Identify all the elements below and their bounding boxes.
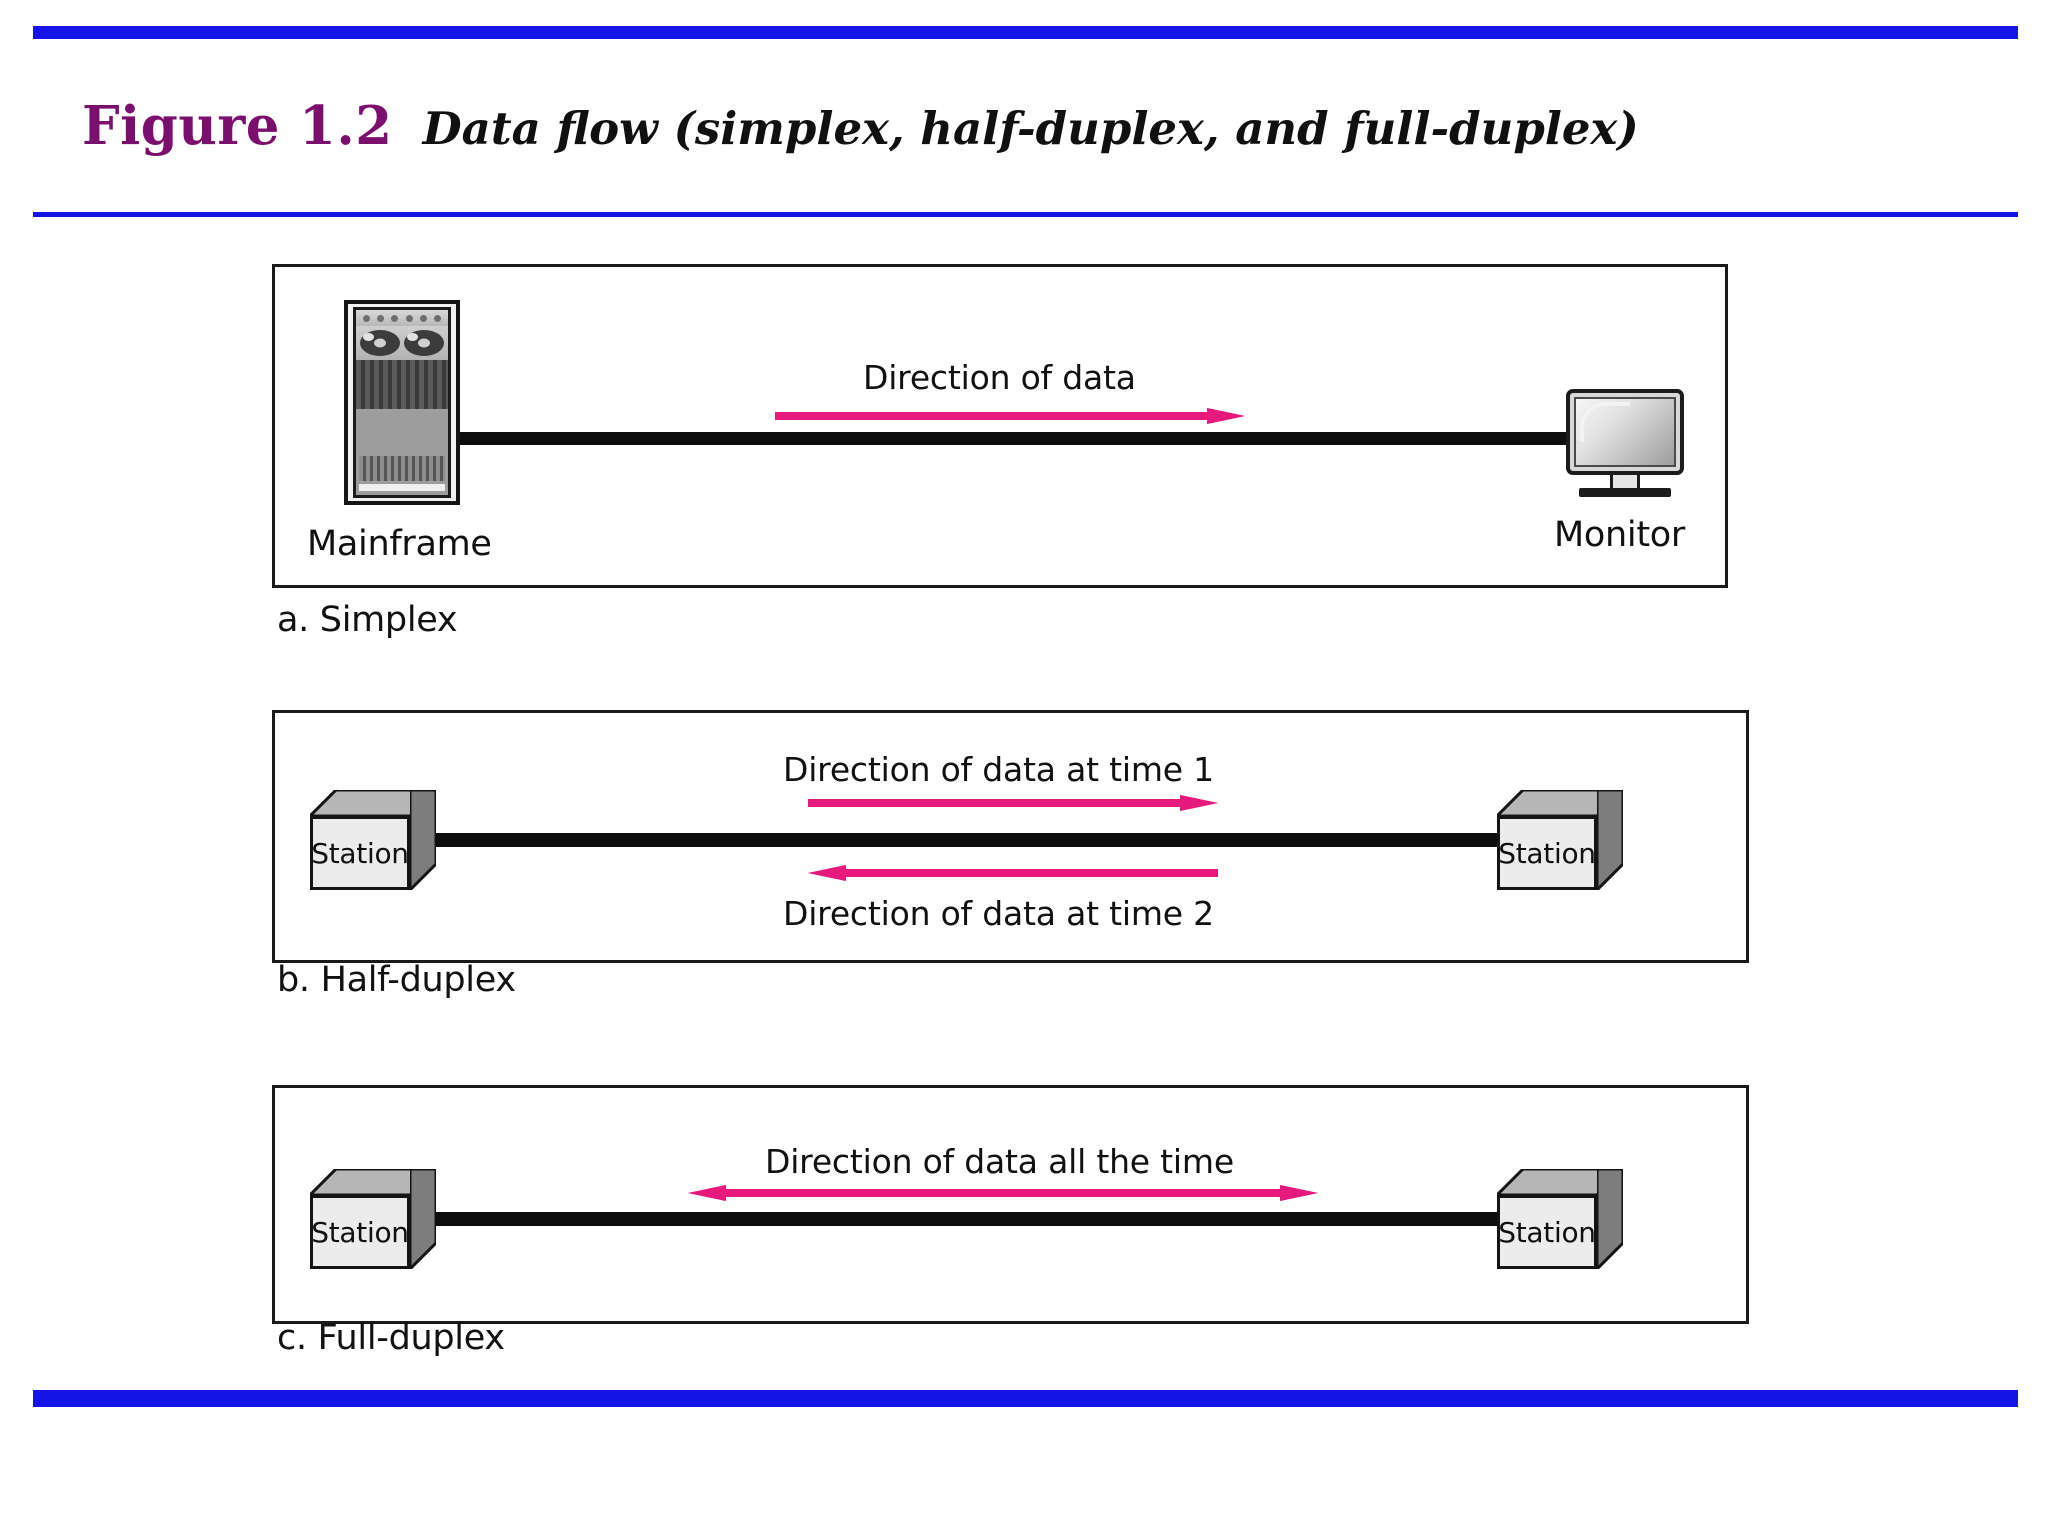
station-label: Station bbox=[311, 836, 409, 870]
monitor-icon bbox=[1566, 389, 1684, 497]
mainframe-icon bbox=[344, 300, 460, 505]
station-side-face bbox=[1597, 1169, 1623, 1269]
cable-half-duplex bbox=[418, 833, 1528, 847]
figure-caption: Data flow (simplex, half-duplex, and ful… bbox=[422, 102, 1639, 155]
mainframe-upper-vents bbox=[356, 360, 448, 409]
mainframe-base bbox=[359, 484, 445, 491]
indicator-light-icon bbox=[391, 314, 399, 322]
station-right-full-duplex: Station bbox=[1497, 1169, 1623, 1269]
tape-reel-icon bbox=[404, 330, 444, 356]
mainframe-body bbox=[356, 409, 448, 495]
station-side-face bbox=[1597, 790, 1623, 890]
arrow-left-time-2 bbox=[808, 865, 1218, 881]
panel-simplex bbox=[272, 264, 1728, 588]
figure-title: Figure 1.2 Data flow (simplex, half-dupl… bbox=[82, 95, 1639, 157]
mainframe-indicator-strip bbox=[356, 310, 448, 326]
station-front-face: Station bbox=[310, 1195, 410, 1269]
monitor-neck bbox=[1610, 475, 1640, 488]
bottom-blue-rule bbox=[33, 1390, 2018, 1407]
screen-highlight-icon bbox=[1580, 402, 1630, 442]
station-label: Station bbox=[1498, 1215, 1596, 1249]
arrow-right-simplex bbox=[775, 408, 1245, 424]
station-left-full-duplex: Station bbox=[310, 1169, 436, 1269]
station-top-face bbox=[310, 790, 436, 816]
monitor-bezel bbox=[1566, 389, 1684, 475]
mainframe-panel bbox=[353, 307, 451, 498]
arrow-label-time-1: Direction of data at time 1 bbox=[783, 750, 1214, 789]
title-divider-rule bbox=[33, 212, 2018, 217]
indicator-light-icon bbox=[405, 314, 413, 322]
station-label: Station bbox=[1498, 836, 1596, 870]
station-top-face bbox=[1497, 1169, 1623, 1195]
arrow-bidirectional-full-duplex bbox=[688, 1185, 1318, 1201]
monitor-label: Monitor bbox=[1554, 515, 1685, 555]
station-left-half-duplex: Station bbox=[310, 790, 436, 890]
cable-full-duplex bbox=[418, 1212, 1528, 1226]
caption-half-duplex: b. Half-duplex bbox=[277, 960, 516, 1000]
station-label: Station bbox=[311, 1215, 409, 1249]
station-side-face bbox=[410, 790, 436, 890]
monitor-screen bbox=[1574, 397, 1676, 467]
station-front-face: Station bbox=[1497, 1195, 1597, 1269]
station-top-face bbox=[1497, 790, 1623, 816]
indicator-light-icon bbox=[434, 314, 442, 322]
mainframe-lower-vents bbox=[359, 456, 445, 481]
mainframe-label: Mainframe bbox=[307, 524, 492, 564]
mainframe-tape-reels bbox=[356, 326, 448, 360]
station-top-face bbox=[310, 1169, 436, 1195]
station-front-face: Station bbox=[1497, 816, 1597, 890]
indicator-light-icon bbox=[419, 314, 427, 322]
figure-number: Figure 1.2 bbox=[82, 95, 393, 157]
station-side-face bbox=[410, 1169, 436, 1269]
station-right-half-duplex: Station bbox=[1497, 790, 1623, 890]
caption-simplex: a. Simplex bbox=[277, 600, 458, 640]
arrow-label-full-duplex: Direction of data all the time bbox=[765, 1142, 1234, 1181]
arrow-right-time-1 bbox=[808, 795, 1218, 811]
station-front-face: Station bbox=[310, 816, 410, 890]
monitor-stand bbox=[1579, 488, 1671, 497]
caption-full-duplex: c. Full-duplex bbox=[277, 1318, 505, 1358]
arrow-label-simplex: Direction of data bbox=[863, 358, 1136, 397]
top-blue-rule bbox=[33, 26, 2018, 39]
indicator-light-icon bbox=[376, 314, 384, 322]
arrow-label-time-2: Direction of data at time 2 bbox=[783, 894, 1214, 933]
cable-simplex bbox=[455, 432, 1568, 445]
indicator-light-icon bbox=[362, 314, 370, 322]
tape-reel-icon bbox=[360, 330, 400, 356]
